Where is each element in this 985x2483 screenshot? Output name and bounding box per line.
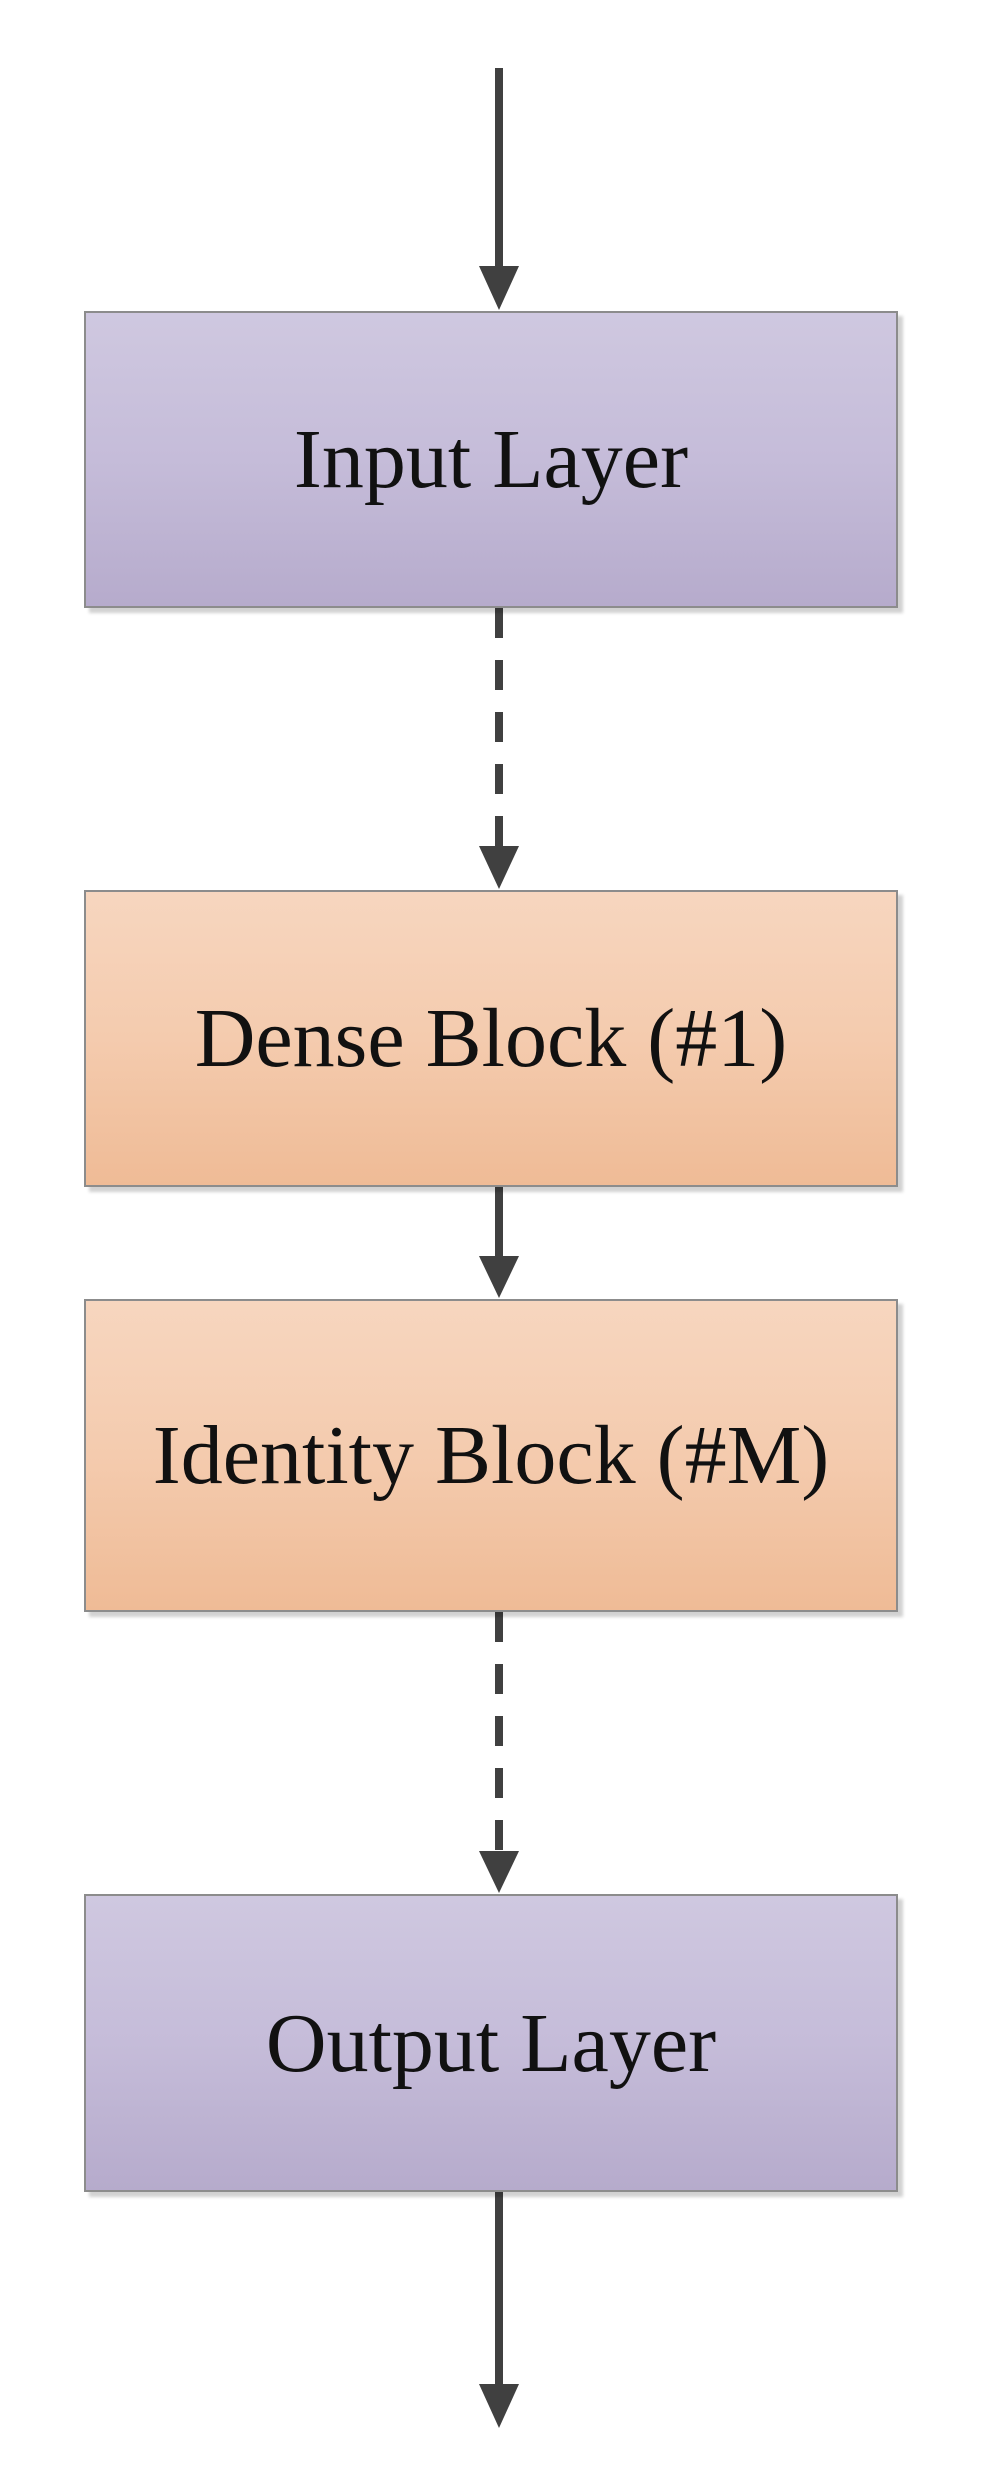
- identity-block-label: Identity Block (#M): [152, 1409, 830, 1502]
- arrow-into-input-layer: [479, 68, 519, 310]
- arrow-dense-to-identity: [479, 1187, 519, 1298]
- dense-block-label: Dense Block (#1): [194, 992, 788, 1085]
- output-layer-label: Output Layer: [265, 1996, 717, 2090]
- arrow-out-of-output-layer: [479, 2192, 519, 2428]
- identity-block-box: Identity Block (#M): [84, 1299, 898, 1612]
- input-layer-label: Input Layer: [293, 413, 689, 506]
- input-layer-box: Input Layer: [84, 311, 898, 608]
- dashed-arrow-input-to-dense: [479, 608, 519, 889]
- dense-block-box: Dense Block (#1): [84, 890, 898, 1187]
- output-layer-box: Output Layer: [84, 1894, 898, 2192]
- dashed-arrow-identity-to-output: [479, 1612, 519, 1893]
